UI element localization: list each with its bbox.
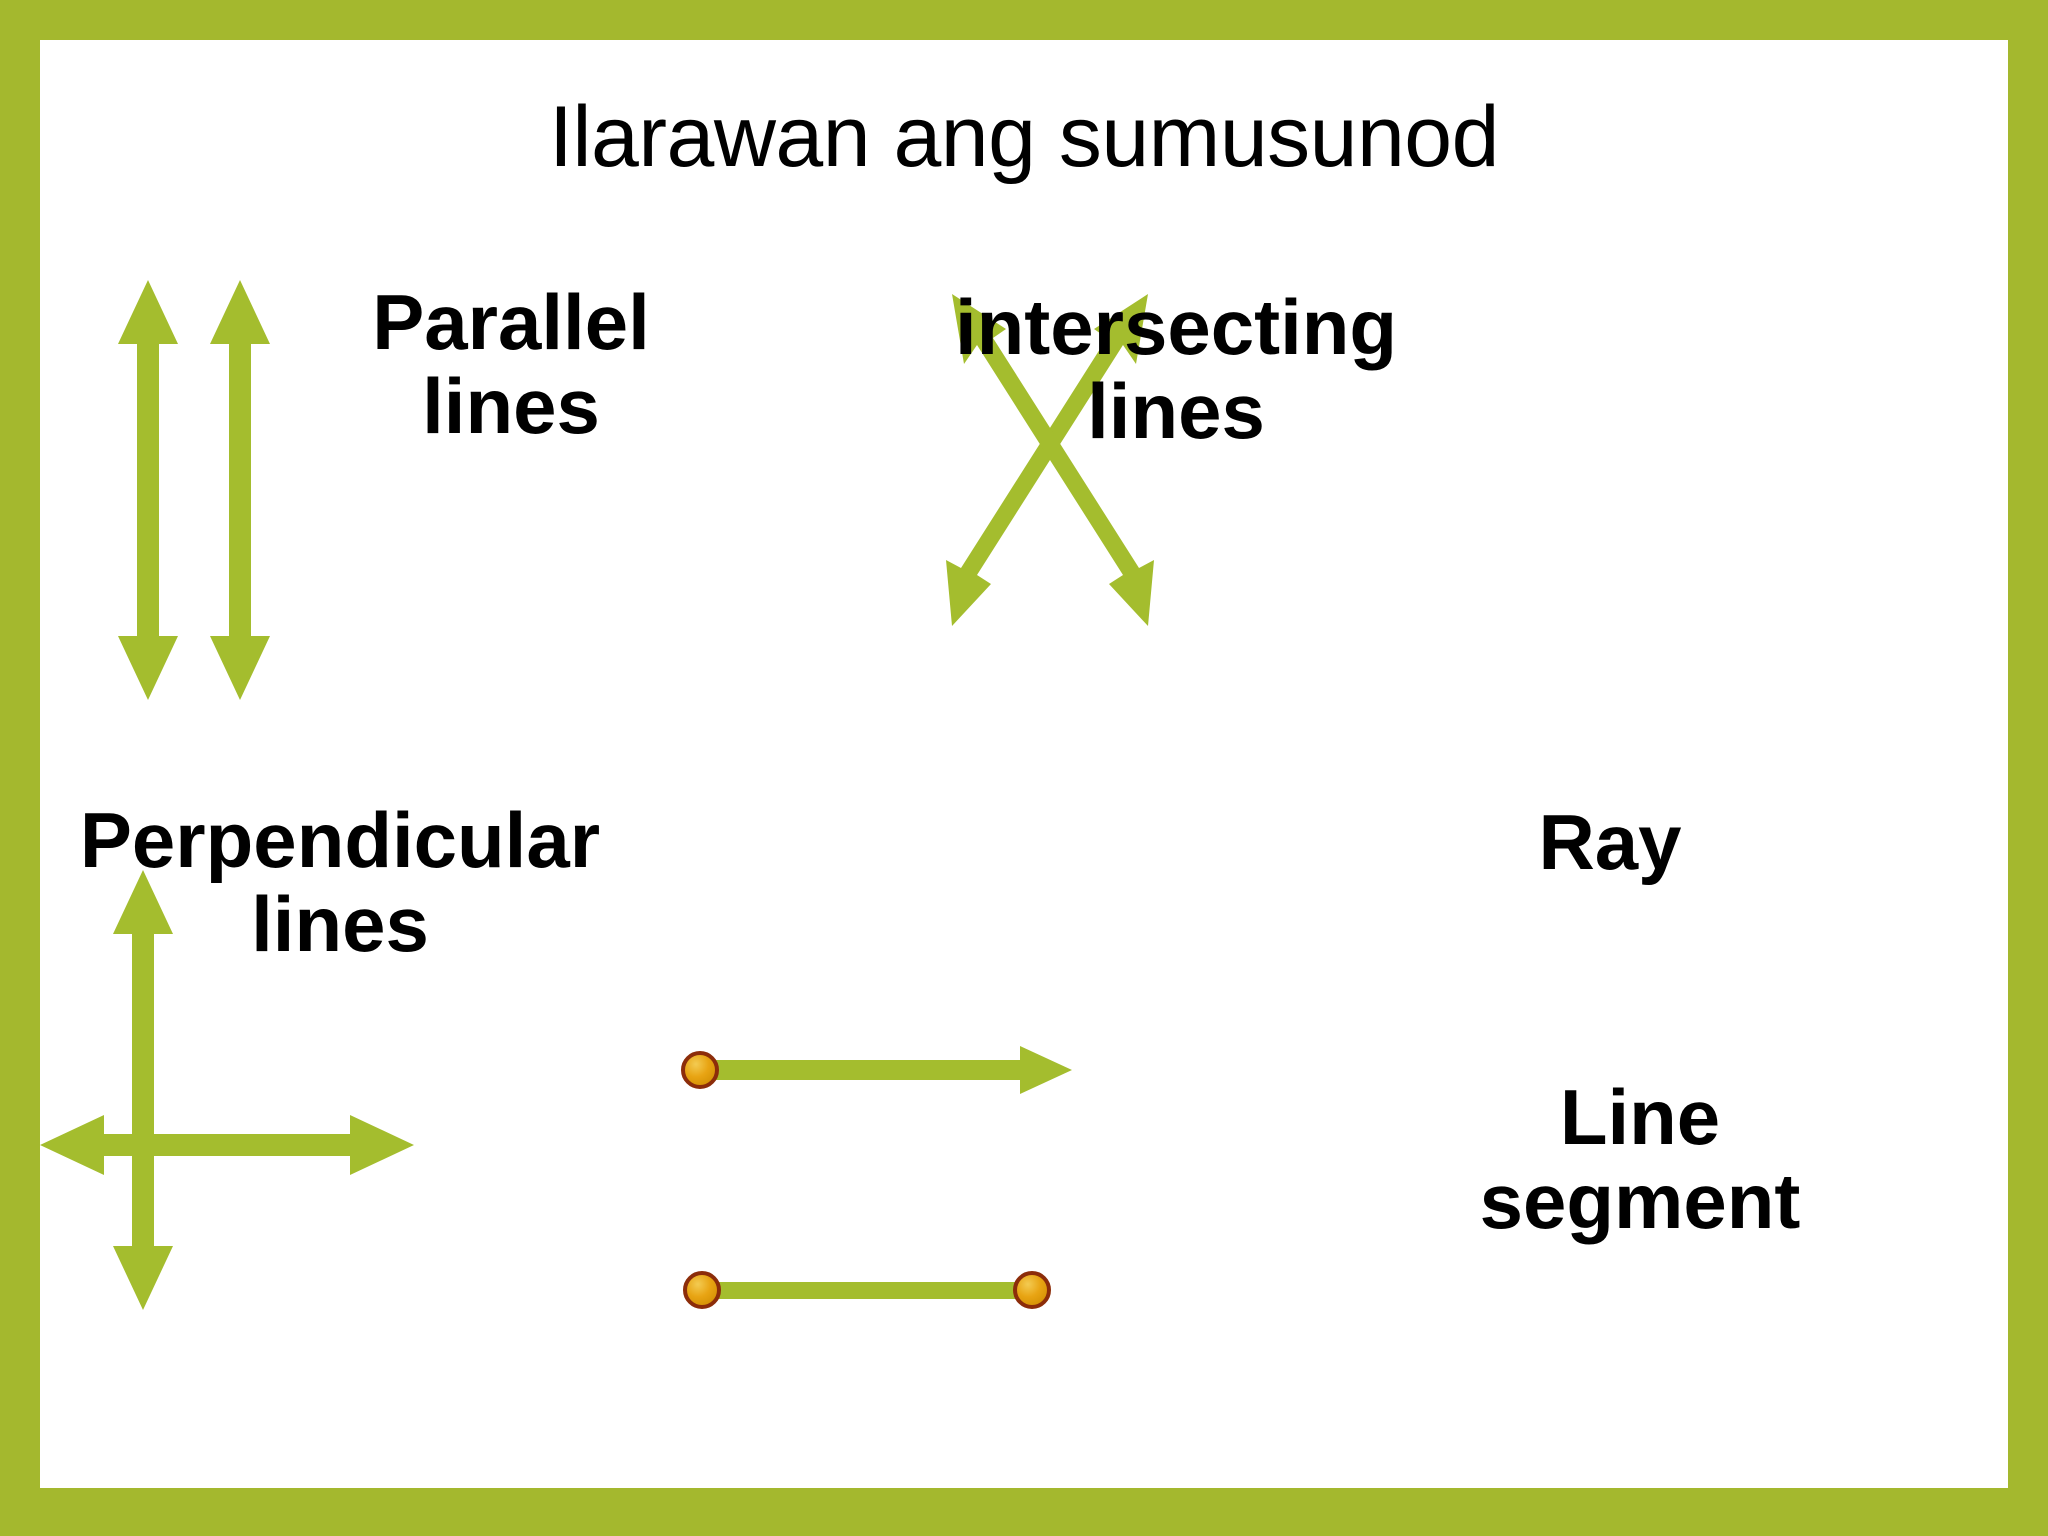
crossed-double-arrows-icon <box>946 294 1154 626</box>
line-segment-icon <box>683 1271 1051 1309</box>
figure-intersecting-lines <box>940 290 1160 630</box>
figure-label-parallel-lines: Parallel lines <box>372 278 650 451</box>
figure-perpendicular-lines <box>40 870 440 1310</box>
figure-parallel-lines <box>100 280 300 700</box>
page-title: Ilarawan ang sumusunod <box>549 89 1499 185</box>
figure-label-perpendicular-lines: Perpendicular lines <box>79 796 601 969</box>
slide-canvas: Ilarawan ang sumusunod Parallel lines <box>40 40 2008 1488</box>
figure-label-ray: Ray <box>1538 798 1682 886</box>
ray-arrow-icon <box>681 1046 1072 1094</box>
figure-ray <box>680 1020 1100 1120</box>
figure-label-intersecting-lines: intersecting lines <box>954 283 1398 456</box>
cross-double-arrows-icon <box>40 870 414 1310</box>
two-vertical-double-arrows-icon <box>118 280 270 700</box>
figure-label-line-segment: Line segment <box>1479 1073 1801 1246</box>
figure-line-segment <box>680 1240 1100 1340</box>
